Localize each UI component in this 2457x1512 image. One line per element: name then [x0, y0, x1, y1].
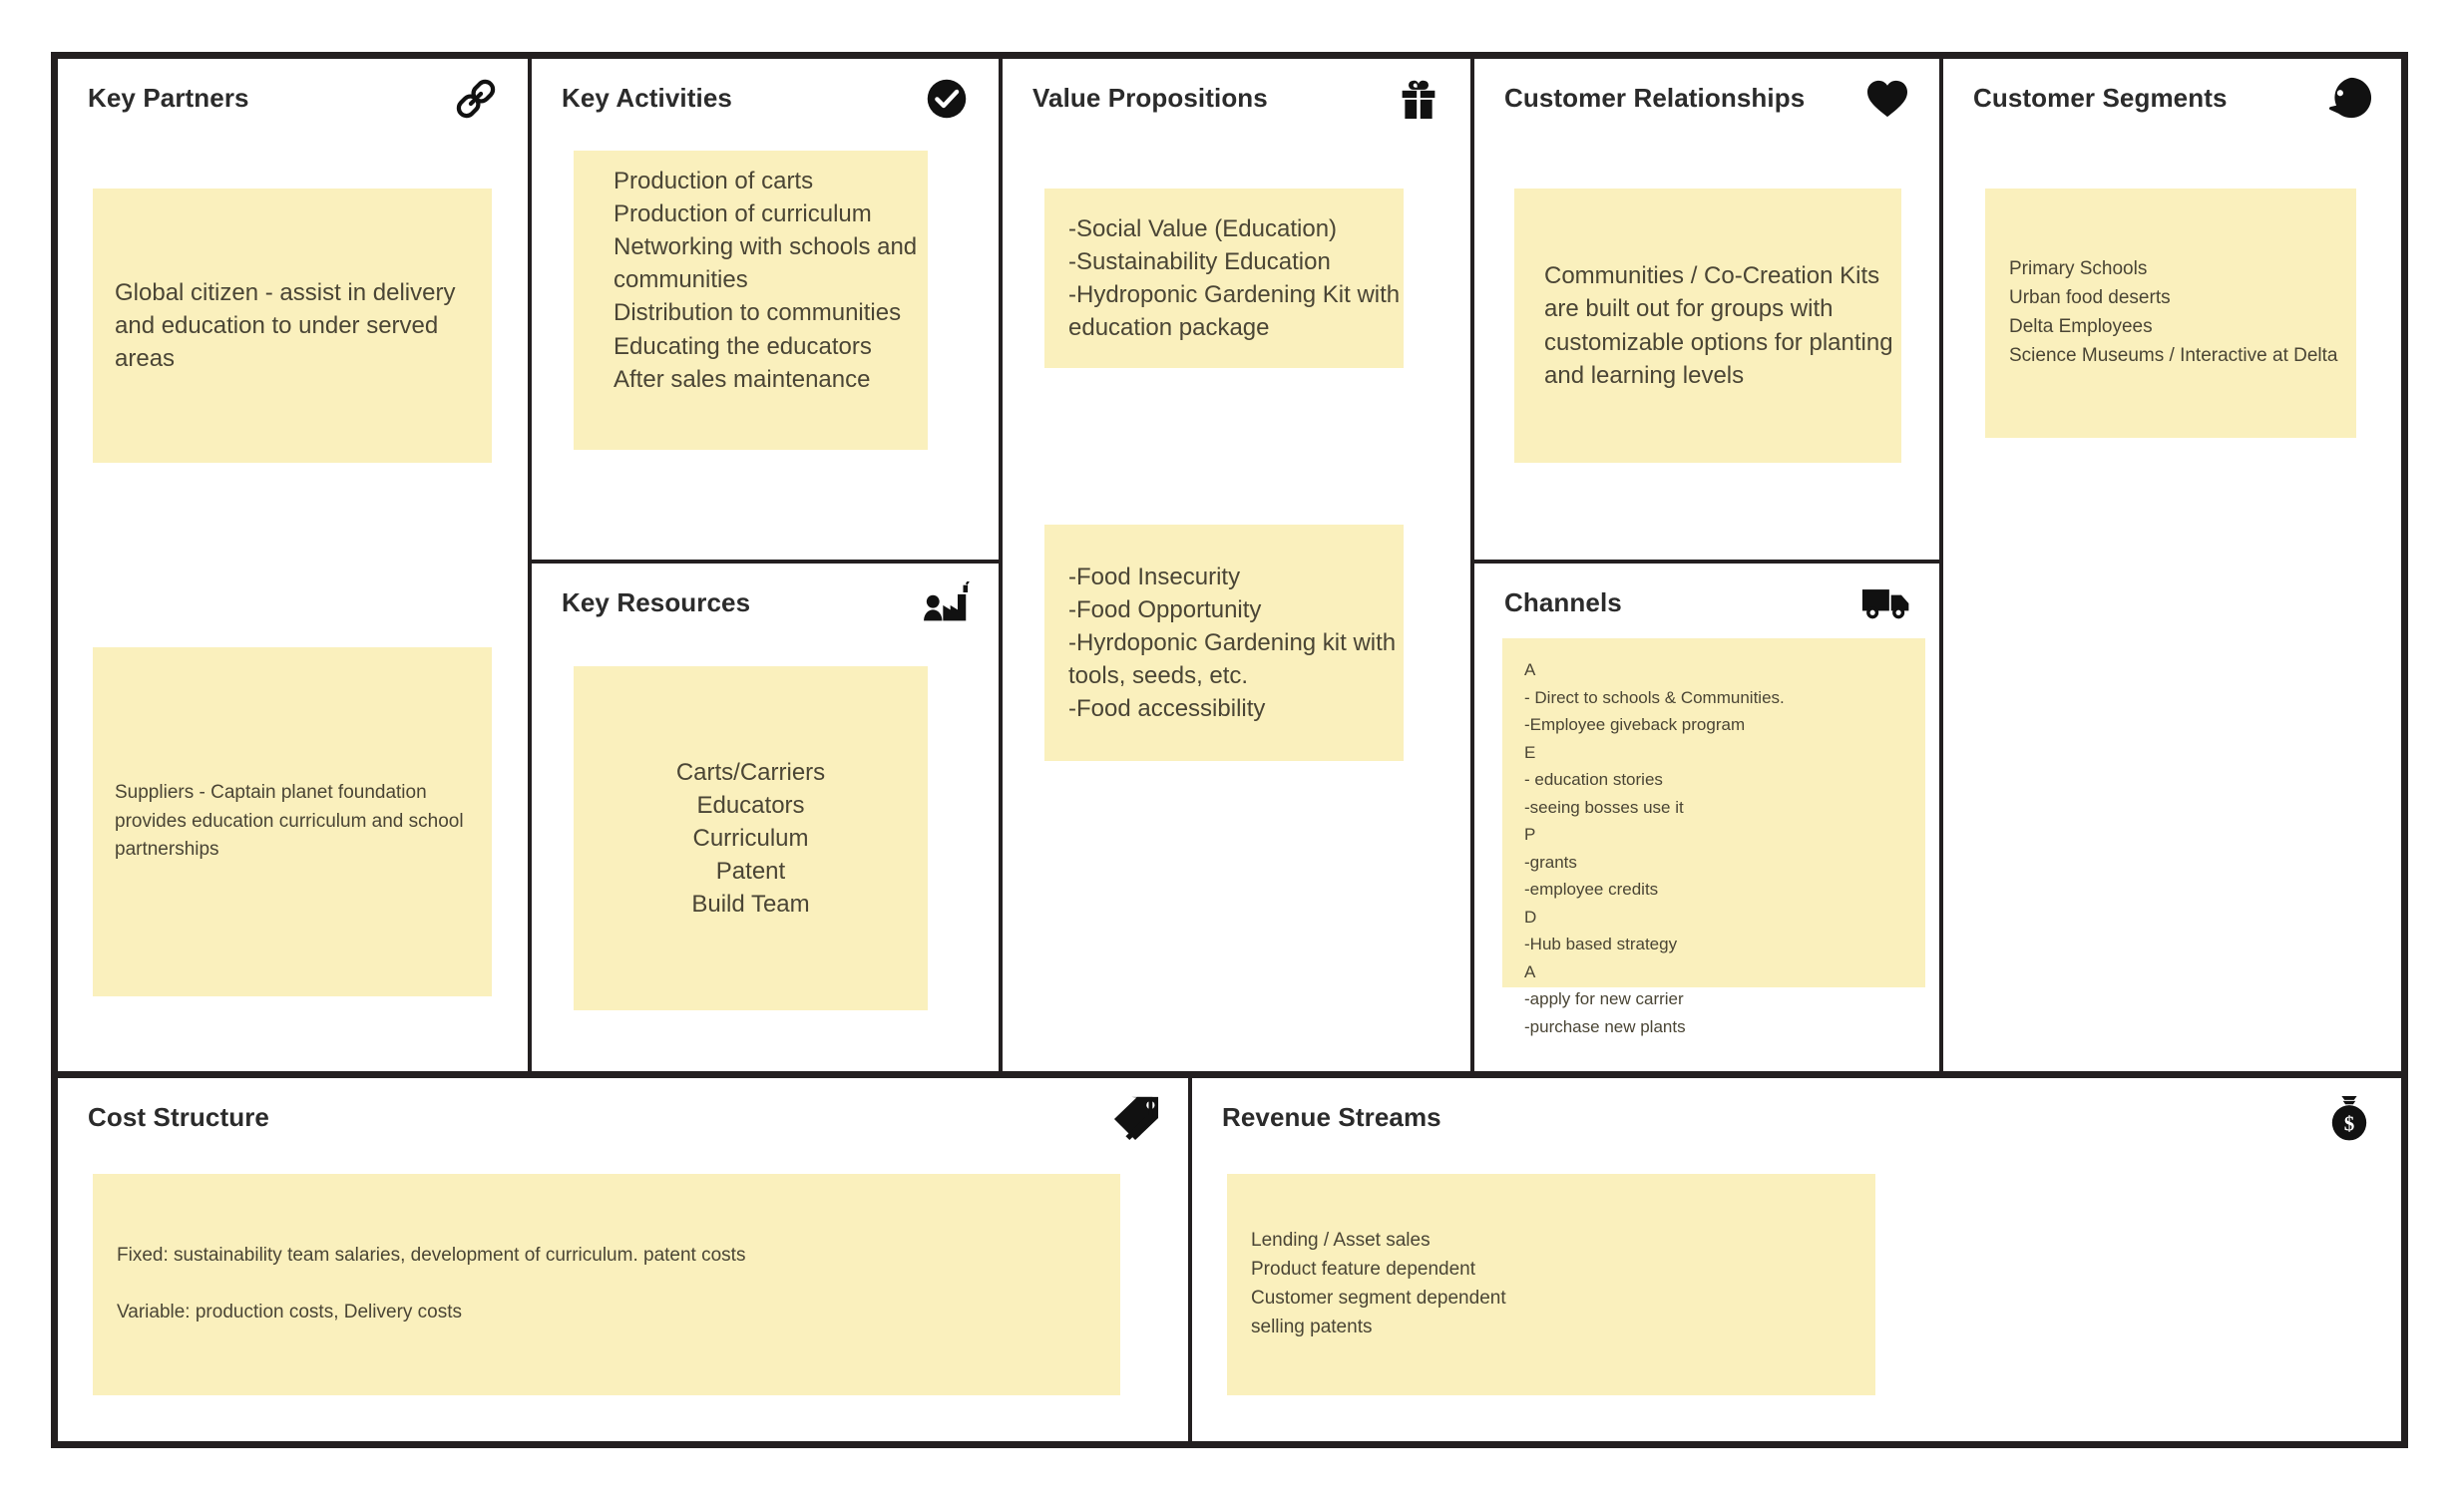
- sticky-note[interactable]: A - Direct to schools & Communities. -Em…: [1502, 638, 1925, 1036]
- sticky-note[interactable]: Carts/Carriers Educators Curriculum Pate…: [574, 666, 928, 1010]
- key-resources-header: Key Resources: [532, 564, 999, 649]
- block-key-resources[interactable]: Key Resources Carts/Carriers Educators C…: [532, 564, 999, 1067]
- sticky-note[interactable]: Suppliers - Captain planet foundation pr…: [93, 647, 492, 996]
- customer-segments-title: Customer Segments: [1973, 83, 2228, 113]
- canvas-bottom-row: Cost Structure Fixed: sustainability tea…: [58, 1071, 2401, 1441]
- gift-icon: [1393, 73, 1444, 125]
- link-icon: [450, 73, 502, 125]
- key-activities-header: Key Activities: [532, 59, 999, 145]
- factory-worker-icon: [921, 577, 973, 629]
- delivery-truck-icon: [1861, 577, 1913, 629]
- block-customer-relationships[interactable]: Customer Relationships Communities / Co-…: [1474, 59, 1939, 564]
- canvas-top-row: Key Partners Global citizen - assist in …: [58, 59, 2401, 1071]
- business-model-canvas: Key Partners Global citizen - assist in …: [51, 52, 2408, 1448]
- revenue-streams-title: Revenue Streams: [1222, 1102, 1441, 1132]
- block-key-activities-resources: Key Activities Production of carts Produ…: [532, 59, 1003, 1071]
- sticky-note[interactable]: -Food Insecurity -Food Opportunity -Hyrd…: [1044, 525, 1404, 761]
- sticky-note[interactable]: Communities / Co-Creation Kits are built…: [1514, 189, 1901, 463]
- customer-relationships-title: Customer Relationships: [1504, 83, 1806, 113]
- value-propositions-header: Value Propositions: [1003, 59, 1470, 145]
- key-partners-title: Key Partners: [88, 83, 249, 113]
- channels-header: Channels: [1474, 564, 1939, 649]
- money-bag-icon: $: [2323, 1092, 2375, 1144]
- customer-relationships-header: Customer Relationships: [1474, 59, 1939, 145]
- sticky-note[interactable]: Fixed: sustainability team salaries, dev…: [93, 1174, 1120, 1395]
- heart-icon: [1861, 73, 1913, 125]
- price-tag-icon: [1110, 1092, 1162, 1144]
- sticky-note[interactable]: Lending / Asset sales Product feature de…: [1227, 1174, 1875, 1395]
- key-partners-body: Key Partners Global citizen - assist in …: [58, 59, 528, 1071]
- check-circle-icon: [921, 73, 973, 125]
- key-activities-title: Key Activities: [562, 83, 732, 113]
- block-customer-segments[interactable]: Customer Segments Primary Schools Urban …: [1943, 59, 2401, 1071]
- block-key-activities[interactable]: Key Activities Production of carts Produ…: [532, 59, 999, 564]
- revenue-streams-header: Revenue Streams $: [1192, 1078, 2401, 1164]
- channels-title: Channels: [1504, 587, 1622, 617]
- cost-structure-title: Cost Structure: [88, 1102, 269, 1132]
- sticky-note[interactable]: Production of carts Production of curric…: [574, 151, 928, 450]
- customer-segments-header: Customer Segments: [1943, 59, 2401, 145]
- block-value-propositions[interactable]: Value Propositions -Social Value (Educat…: [1003, 59, 1474, 1071]
- block-channels[interactable]: Channels A - Direct to schools & Communi…: [1474, 564, 1939, 1067]
- sticky-note[interactable]: -Social Value (Education) -Sustainabilit…: [1044, 189, 1404, 368]
- sticky-note[interactable]: Primary Schools Urban food deserts Delta…: [1985, 189, 2356, 438]
- key-partners-header: Key Partners: [58, 59, 528, 145]
- customer-segments-body: Customer Segments Primary Schools Urban …: [1943, 59, 2401, 1071]
- key-resources-title: Key Resources: [562, 587, 751, 617]
- person-head-icon: [2323, 73, 2375, 125]
- value-propositions-body: Value Propositions -Social Value (Educat…: [1003, 59, 1470, 1071]
- block-revenue-streams[interactable]: Revenue Streams $ Lending / Asset sales …: [1192, 1078, 2401, 1441]
- value-propositions-title: Value Propositions: [1032, 83, 1268, 113]
- sticky-note[interactable]: Global citizen - assist in delivery and …: [93, 189, 492, 463]
- block-customer-relationships-channels: Customer Relationships Communities / Co-…: [1474, 59, 1943, 1071]
- block-cost-structure[interactable]: Cost Structure Fixed: sustainability tea…: [58, 1078, 1192, 1441]
- block-key-partners[interactable]: Key Partners Global citizen - assist in …: [58, 59, 532, 1071]
- svg-text:$: $: [2344, 1111, 2355, 1135]
- cost-structure-header: Cost Structure: [58, 1078, 1188, 1164]
